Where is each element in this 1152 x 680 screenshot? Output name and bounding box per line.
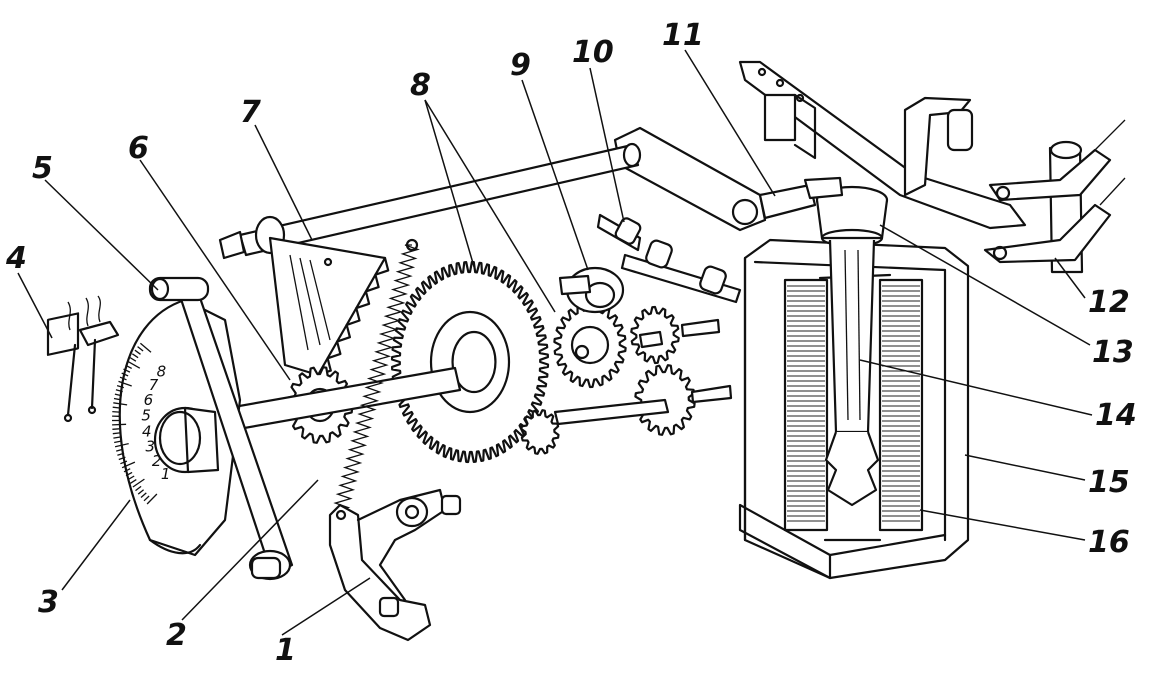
callout-2: 2 — [166, 618, 187, 653]
callout-3: 3 — [38, 585, 59, 620]
dial-number: 3 — [146, 438, 156, 456]
callout-13: 13 — [1092, 335, 1134, 370]
pinion-gear — [522, 410, 559, 454]
callout-9: 9 — [510, 48, 531, 83]
callout-10: 10 — [572, 35, 614, 70]
callout-15: 15 — [1088, 465, 1130, 500]
link-arm — [615, 128, 842, 230]
callout-8: 8 — [410, 68, 431, 103]
callout-16: 16 — [1088, 525, 1130, 560]
callout-7: 7 — [240, 95, 261, 130]
intermediate-gear — [554, 303, 625, 387]
electrical-contacts — [48, 296, 118, 421]
dial-number: 4 — [142, 422, 152, 440]
cam-lever — [330, 490, 460, 640]
dial-number: 5 — [141, 407, 151, 425]
callout-5: 5 — [32, 151, 53, 186]
callout-1: 1 — [275, 633, 296, 668]
callout-14: 14 — [1095, 398, 1137, 433]
dial-number: 8 — [157, 363, 167, 381]
callout-12: 12 — [1088, 285, 1130, 320]
gear-sector-plate — [270, 238, 388, 375]
callout-6: 6 — [128, 131, 149, 166]
callout-4: 4 — [5, 241, 27, 276]
callout-11: 11 — [662, 18, 704, 53]
